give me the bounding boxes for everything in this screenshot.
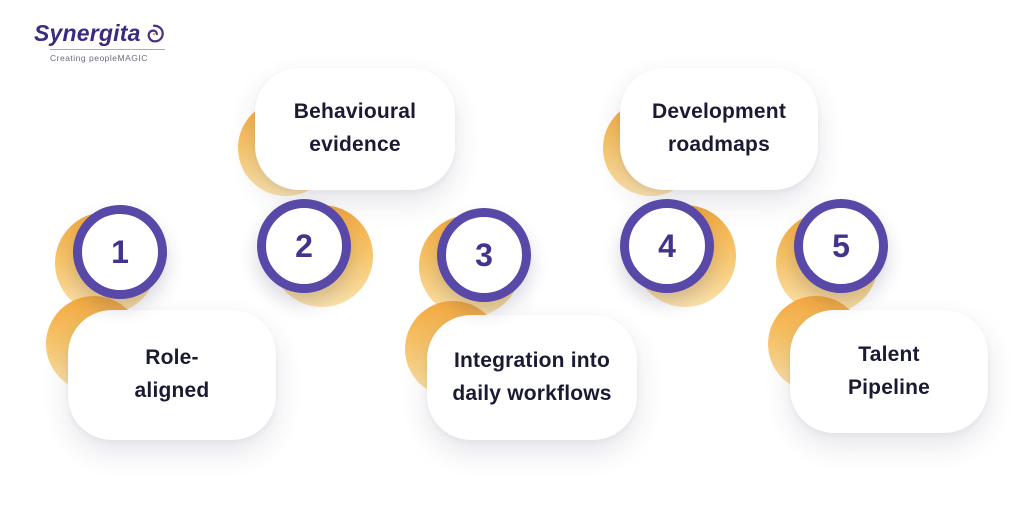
logo-brand-text: Synergita — [34, 20, 141, 46]
step-number-2: 2 — [295, 227, 313, 264]
card-label-line: daily workflows — [452, 381, 612, 405]
step-card-label: Role- aligned — [135, 342, 210, 407]
step-card-development-roadmaps: Development roadmaps — [620, 68, 818, 190]
step-card-label: Development roadmaps — [652, 96, 786, 161]
logo-row: Synergita — [34, 20, 165, 47]
step-number-3: 3 — [475, 236, 493, 273]
step-circle-1: 1 — [73, 205, 167, 299]
step-card-talent-pipeline: Talent Pipeline — [790, 310, 988, 433]
step-number-1: 1 — [111, 233, 129, 270]
step-circle-2: 2 — [257, 199, 351, 293]
step-card-label: Behavioural evidence — [294, 96, 416, 161]
step-card-behavioural-evidence: Behavioural evidence — [255, 68, 455, 190]
step-card-role-aligned: Role- aligned — [68, 310, 276, 440]
synergita-logo: Synergita Creating peopleMAGIC — [34, 20, 165, 63]
step-number-5: 5 — [832, 227, 850, 264]
step-circle-3: 3 — [437, 208, 531, 302]
card-label-line: Development — [651, 100, 787, 124]
card-label-line: Role- — [145, 346, 199, 370]
card-label-line: evidence — [309, 133, 401, 156]
step-card-label: Integration into daily workflows — [452, 345, 611, 410]
card-label-line: Pipeline — [847, 375, 931, 399]
step-number-4: 4 — [658, 227, 676, 264]
card-label-line: Integration into — [453, 348, 610, 372]
logo-swirl-icon — [147, 24, 164, 42]
step-card-label: Talent Pipeline — [848, 339, 930, 404]
step-circle-4: 4 — [620, 199, 714, 293]
card-label-line: aligned — [134, 379, 210, 402]
step-circle-5: 5 — [794, 199, 888, 293]
card-label-line: roadmaps — [668, 133, 770, 156]
card-label-line: Talent — [858, 342, 920, 366]
logo-tagline: Creating peopleMAGIC — [50, 49, 165, 63]
step-card-integration-into-daily-workflows: Integration into daily workflows — [427, 315, 637, 440]
card-label-line: Behavioural — [293, 100, 417, 124]
